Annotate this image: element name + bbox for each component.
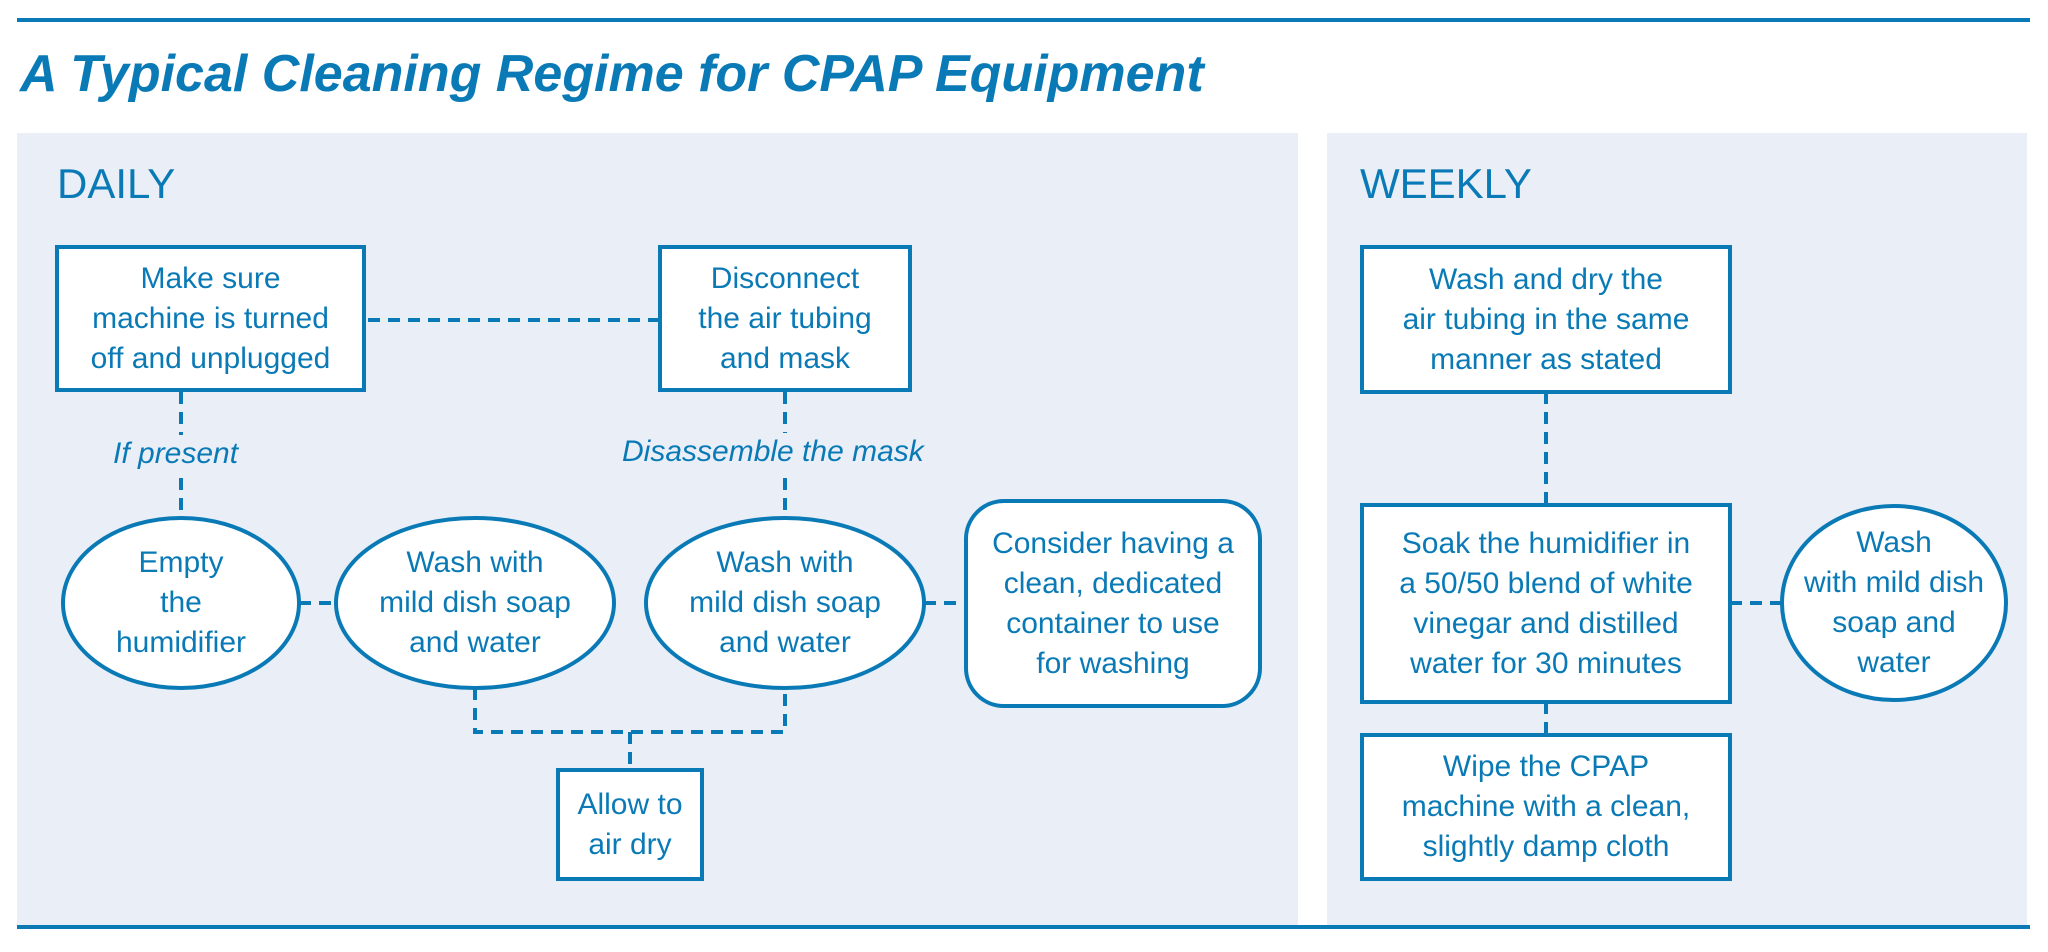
wash-humidifier-ellipse bbox=[334, 516, 616, 690]
wash-weekly-text: Wash with mild dish soap and water bbox=[1803, 526, 1985, 679]
wash-tubing-text: Wash and dry the air tubing in the same … bbox=[1402, 262, 1690, 376]
connector-wash-airdry bbox=[473, 688, 787, 734]
disconnect-text: Disconnect the air tubing and mask bbox=[698, 261, 872, 375]
wash-tubing-box bbox=[1360, 245, 1732, 394]
empty-humidifier-ellipse bbox=[61, 516, 301, 690]
air-dry-text: Allow to air dry bbox=[577, 787, 683, 861]
wipe-machine-text: Wipe the CPAP machine with a clean, slig… bbox=[1401, 750, 1691, 863]
air-dry-box bbox=[556, 768, 704, 881]
container-text: Consider having a clean, dedicated conta… bbox=[992, 526, 1234, 680]
soak-humidifier-box bbox=[1360, 503, 1732, 704]
bottom-rule bbox=[17, 925, 2030, 929]
wipe-machine-box bbox=[1360, 733, 1732, 881]
turn-off-box bbox=[55, 245, 366, 392]
weekly-label: WEEKLY bbox=[1360, 160, 1532, 207]
if-present-label: If present bbox=[113, 437, 239, 470]
turn-off-text: Make sure machine is turned off and unpl… bbox=[90, 261, 331, 375]
empty-humidifier-text: Empty the humidifier bbox=[115, 546, 247, 659]
container-box bbox=[964, 499, 1262, 708]
disconnect-box bbox=[658, 245, 912, 392]
disassemble-label: Disassemble the mask bbox=[622, 435, 924, 468]
wash-weekly-ellipse bbox=[1780, 504, 2008, 702]
daily-label: DAILY bbox=[57, 160, 176, 207]
wash-humidifier-text: Wash with mild dish soap and water bbox=[379, 546, 571, 659]
soak-humidifier-text: Soak the humidifier in a 50/50 blend of … bbox=[1399, 526, 1693, 680]
wash-mask-text: Wash with mild dish soap and water bbox=[689, 546, 881, 659]
wash-mask-ellipse bbox=[644, 516, 926, 690]
page-title: A Typical Cleaning Regime for CPAP Equip… bbox=[20, 45, 1204, 103]
top-rule bbox=[17, 18, 2030, 22]
